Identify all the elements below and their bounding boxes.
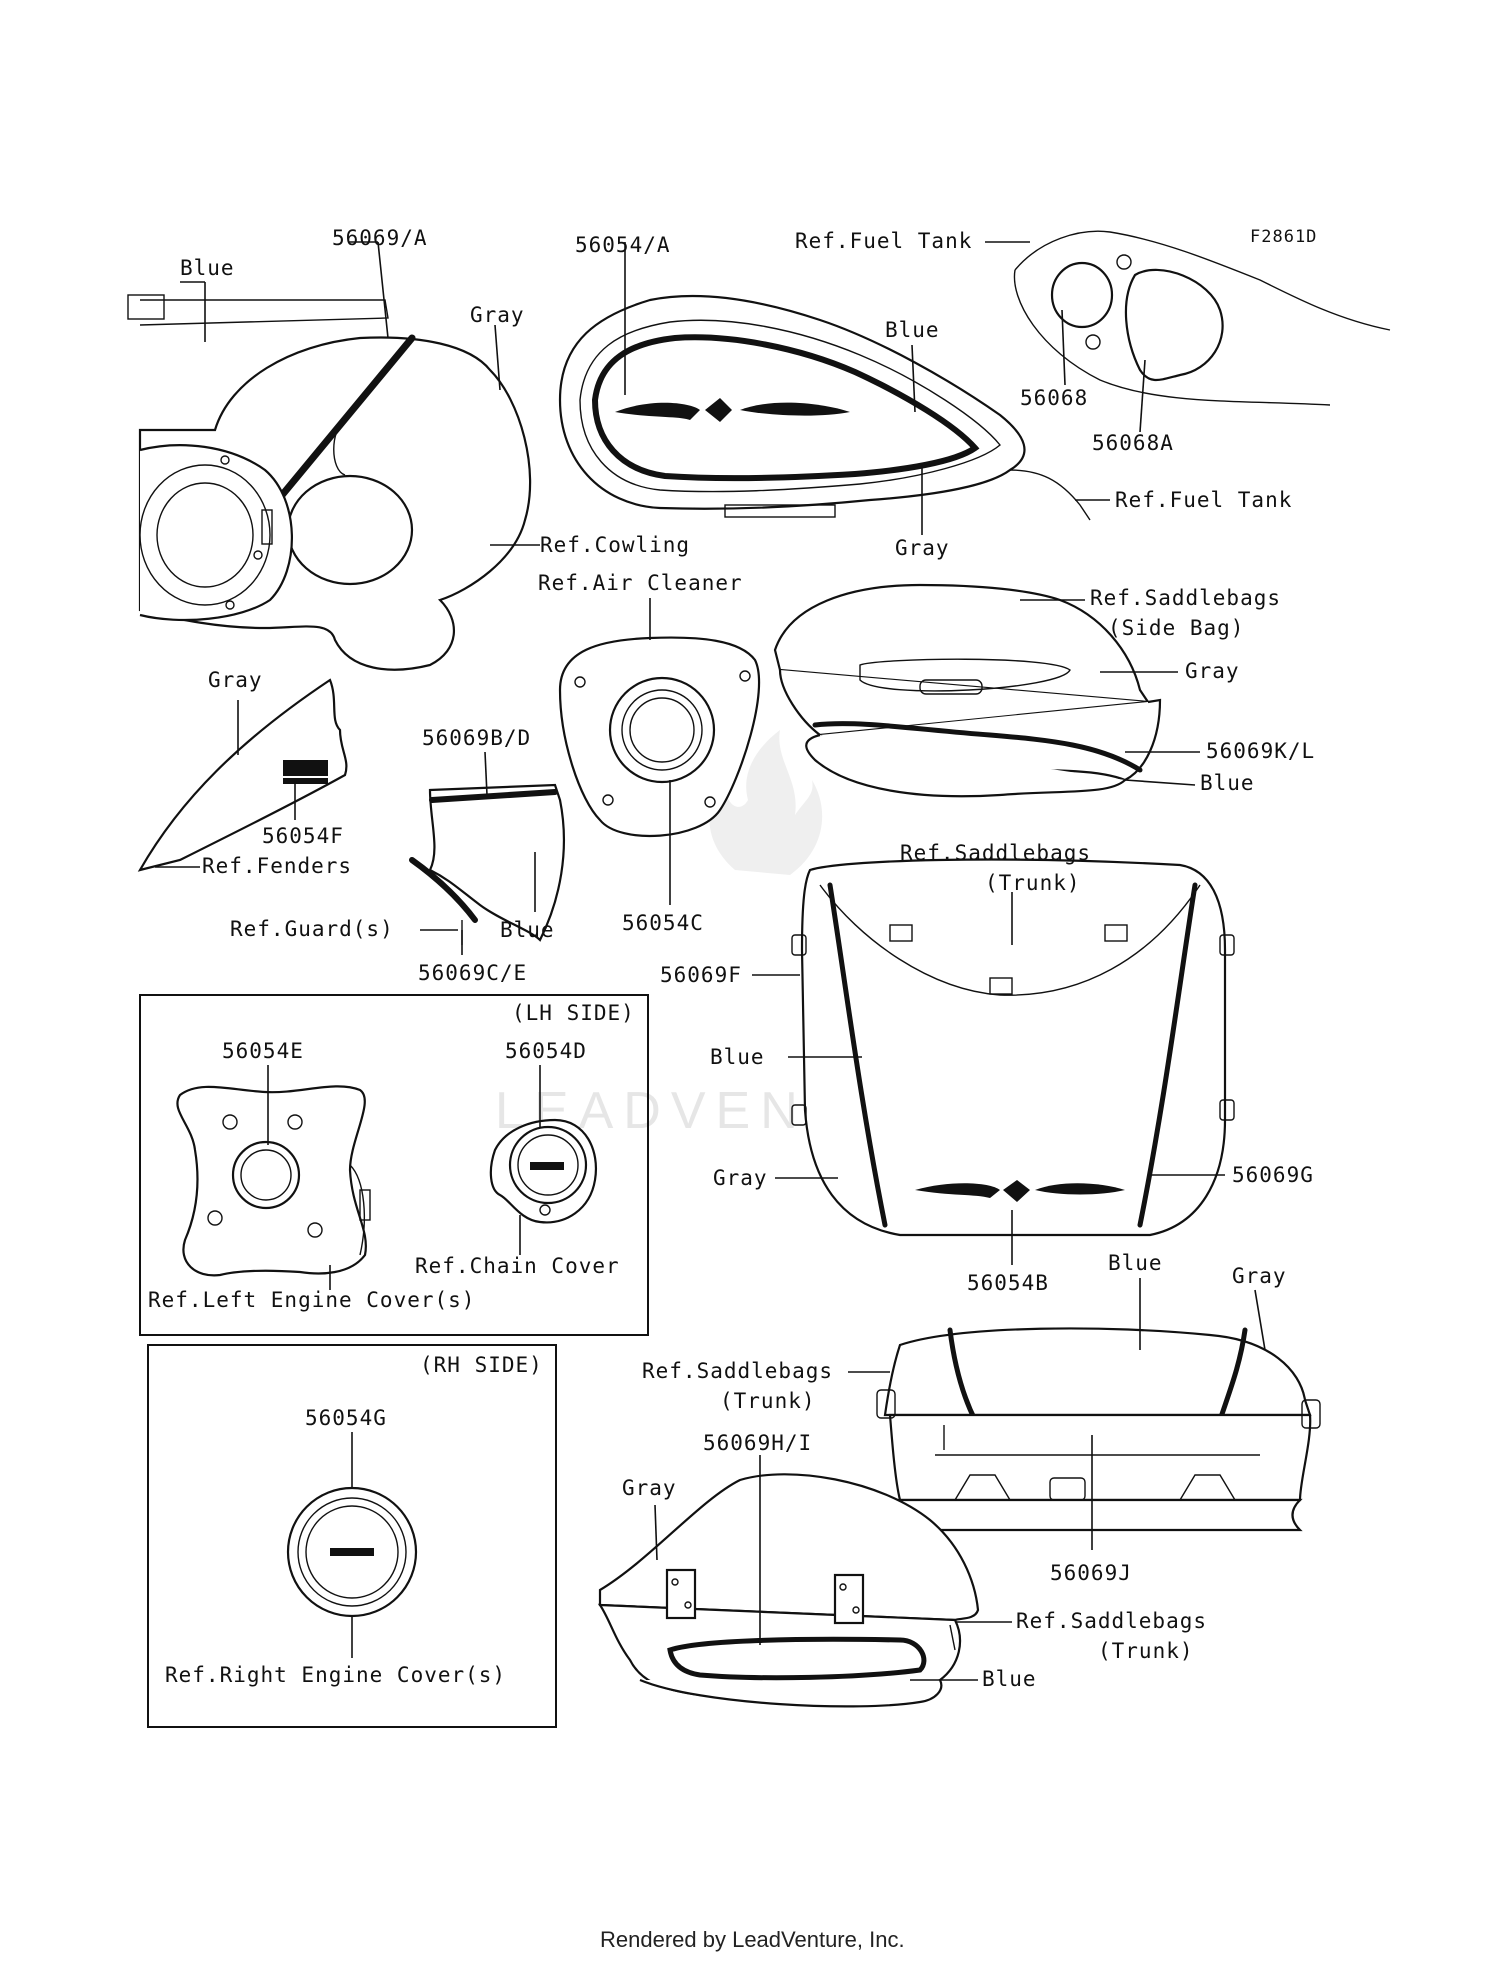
label-ref-fuel-tank-top: Ref.Fuel Tank <box>795 229 972 253</box>
rh-side-label: (RH SIDE) <box>420 1353 543 1377</box>
label-56054a: 56054/A <box>575 233 671 257</box>
label-56068: 56068 <box>1020 386 1088 410</box>
trunk-side-illustration <box>597 1473 980 1708</box>
label-blue-trunk-rear: Blue <box>1108 1251 1163 1275</box>
label-ref-guards: Ref.Guard(s) <box>230 917 394 941</box>
label-ref-saddlebags-trunk-rear-2: (Trunk) <box>720 1389 816 1413</box>
label-ref-saddlebags-side-2: (Side Bag) <box>1108 616 1244 640</box>
label-56069bd: 56069B/D <box>422 726 531 750</box>
label-56069kl: 56069K/L <box>1206 739 1315 763</box>
label-gray-cowl: Gray <box>470 303 525 327</box>
footer-credit: Rendered by LeadVenture, Inc. <box>600 1927 905 1952</box>
label-blue-tank: Blue <box>885 318 940 342</box>
label-56069a: 56069/A <box>332 226 428 250</box>
label-ref-saddlebags-trunk-top-2: (Trunk) <box>985 871 1081 895</box>
label-ref-cowling: Ref.Cowling <box>540 533 690 557</box>
cowling-illustration <box>127 294 532 671</box>
fuel-tank-closeup-illustration <box>1013 230 1391 406</box>
label-ref-saddlebags-trunk-top-1: Ref.Saddlebags <box>900 841 1091 865</box>
diagram-code: F2861D <box>1250 227 1317 247</box>
label-56054b: 56054B <box>967 1271 1049 1295</box>
label-56068a: 56068A <box>1092 431 1174 455</box>
rh-side-box <box>147 1344 557 1728</box>
label-56054e: 56054E <box>222 1039 304 1063</box>
label-56069f: 56069F <box>660 963 742 987</box>
label-ref-saddlebags-side-1: Ref.Saddlebags <box>1090 586 1281 610</box>
label-gray-trunk-side: Gray <box>622 1476 677 1500</box>
label-56069j: 56069J <box>1050 1561 1132 1585</box>
label-gray-trunk-front: Gray <box>713 1166 768 1190</box>
label-ref-fuel-tank-side: Ref.Fuel Tank <box>1115 488 1292 512</box>
label-gray-tank: Gray <box>895 536 950 560</box>
side-bag-illustration <box>773 583 1162 798</box>
trunk-front-illustration <box>791 858 1235 1237</box>
label-blue-trunk-side: Blue <box>982 1667 1037 1691</box>
label-blue-sidebag: Blue <box>1200 771 1255 795</box>
air-cleaner-illustration <box>558 636 761 838</box>
label-ref-saddlebags-trunk-rear-1: Ref.Saddlebags <box>642 1359 833 1383</box>
label-ref-air-cleaner: Ref.Air Cleaner <box>538 571 743 595</box>
label-56054d: 56054D <box>505 1039 587 1063</box>
lh-side-box <box>139 994 649 1336</box>
label-56054g: 56054G <box>305 1406 387 1430</box>
label-ref-saddlebags-trunk-side-1: Ref.Saddlebags <box>1016 1609 1207 1633</box>
label-blue-trunk-front: Blue <box>710 1045 765 1069</box>
trunk-rear-illustration <box>876 1327 1321 1532</box>
lh-side-label: (LH SIDE) <box>512 1001 635 1025</box>
label-56054f: 56054F <box>262 824 344 848</box>
label-gray-trunk-rear: Gray <box>1232 1264 1287 1288</box>
label-56054c: 56054C <box>622 911 704 935</box>
guard-illustration <box>409 783 565 945</box>
left-engine-cover-illustration <box>176 1085 371 1277</box>
right-engine-cover-illustration <box>286 1486 418 1618</box>
label-56069g: 56069G <box>1232 1163 1314 1187</box>
label-ref-left-engine-cover: Ref.Left Engine Cover(s) <box>148 1288 475 1312</box>
label-ref-fenders: Ref.Fenders <box>202 854 352 878</box>
label-56069hi: 56069H/I <box>703 1431 812 1455</box>
fender-illustration <box>137 678 348 872</box>
label-gray-fender: Gray <box>208 668 263 692</box>
chain-cover-illustration <box>489 1118 598 1224</box>
label-ref-right-engine-cover: Ref.Right Engine Cover(s) <box>165 1663 506 1687</box>
fuel-tank-illustration <box>558 294 1091 521</box>
label-56069ce: 56069C/E <box>418 961 527 985</box>
label-blue-guard: Blue <box>500 918 555 942</box>
label-blue-cowl: Blue <box>180 256 235 280</box>
label-ref-chain-cover: Ref.Chain Cover <box>415 1254 620 1278</box>
label-ref-saddlebags-trunk-side-2: (Trunk) <box>1098 1639 1194 1663</box>
label-gray-sidebag: Gray <box>1185 659 1240 683</box>
